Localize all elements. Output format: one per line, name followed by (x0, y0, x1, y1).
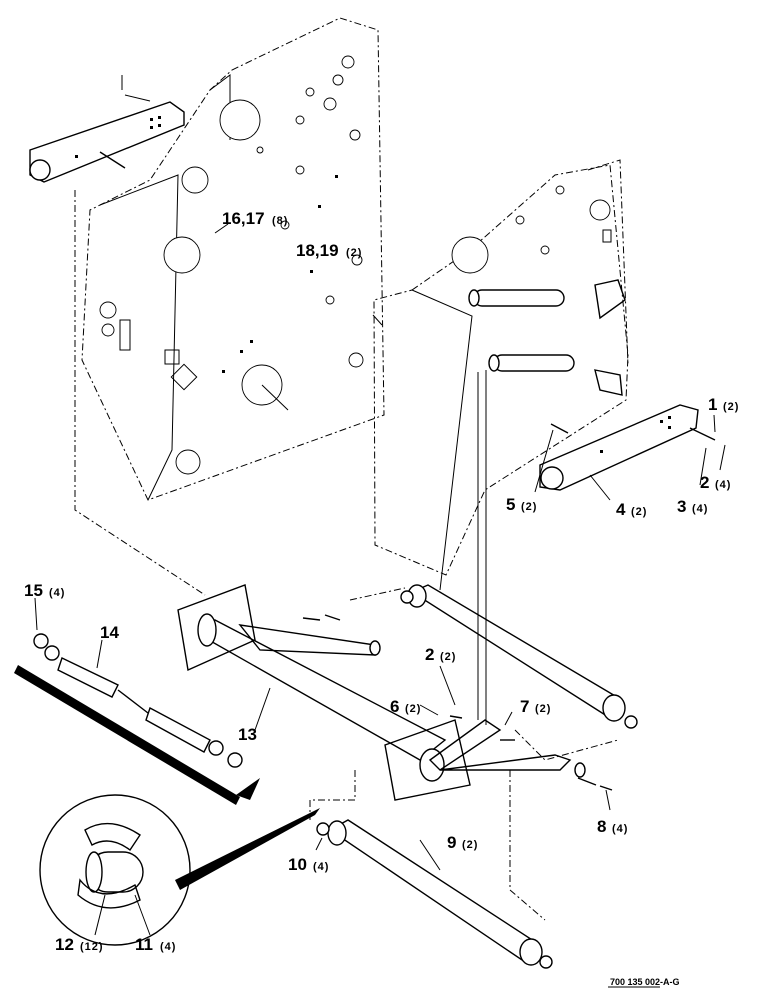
svg-text:13: 13 (238, 725, 257, 744)
callout-2-lower: 2 (2) (425, 645, 456, 664)
drawing-code: 700 135 002-A-G (610, 977, 680, 987)
roll-shaft (33, 633, 243, 768)
svg-text:1: 1 (708, 395, 717, 414)
svg-text:(2): (2) (346, 247, 362, 259)
callout-16-17: 16,17 (8) (222, 209, 288, 228)
svg-text:16,17: 16,17 (222, 209, 265, 228)
svg-text:12: 12 (55, 935, 74, 954)
svg-text:15: 15 (24, 581, 43, 600)
svg-text:(4): (4) (692, 503, 708, 515)
callout-5: 5 (2) (506, 495, 537, 514)
svg-text:(4): (4) (160, 941, 176, 953)
leader-lower-right (509, 770, 546, 921)
upper-roll (400, 584, 638, 729)
left-side-panel (81, 17, 385, 501)
svg-text:(2): (2) (462, 839, 478, 851)
callout-15: 15 (4) (24, 581, 65, 600)
svg-text:(4): (4) (49, 587, 65, 599)
lower-roll (316, 819, 553, 969)
svg-text:8: 8 (597, 817, 606, 836)
cylinder-upper (468, 289, 565, 307)
svg-text:(4): (4) (612, 823, 628, 835)
svg-text:9: 9 (447, 833, 456, 852)
cylinder-lower (488, 354, 575, 372)
detail-bearing-circle (39, 794, 320, 946)
svg-text:(4): (4) (715, 479, 731, 491)
right-side-panel (373, 159, 629, 591)
svg-text:(2): (2) (405, 703, 421, 715)
svg-text:4: 4 (616, 500, 626, 519)
leader-mid (349, 587, 406, 601)
callout-4: 4 (2) (616, 500, 647, 519)
callout-6: 6 (2) (390, 697, 421, 716)
upper-left-lift-arm (29, 75, 185, 183)
svg-text:(2): (2) (723, 401, 739, 413)
svg-text:7: 7 (520, 697, 529, 716)
main-shaft-assembly (177, 584, 586, 801)
svg-text:2: 2 (700, 473, 709, 492)
leader-right (514, 729, 619, 761)
callout-1: 1 (2) (708, 395, 739, 414)
svg-text:(4): (4) (313, 861, 329, 873)
bolts (302, 614, 613, 791)
svg-text:10: 10 (288, 855, 307, 874)
svg-text:(2): (2) (535, 703, 551, 715)
leader-left (74, 190, 206, 596)
pin-1 (689, 427, 716, 441)
callout-7: 7 (2) (520, 697, 551, 716)
svg-text:18,19: 18,19 (296, 241, 339, 260)
callout-10: 10 (4) (288, 855, 329, 874)
section-arrow (236, 778, 260, 800)
callout-14: 14 (100, 623, 119, 642)
svg-text:3: 3 (677, 497, 686, 516)
pin-5 (550, 423, 569, 434)
svg-text:(8): (8) (272, 215, 288, 227)
callout-9: 9 (2) (447, 833, 478, 852)
callout-2-upper: 2 (4) (700, 473, 731, 492)
callout-13: 13 (238, 725, 257, 744)
section-bar (14, 665, 240, 805)
svg-text:6: 6 (390, 697, 399, 716)
svg-text:(2): (2) (440, 651, 456, 663)
svg-text:2: 2 (425, 645, 434, 664)
callout-12: 12 (12) (55, 935, 104, 954)
svg-text:(2): (2) (521, 501, 537, 513)
svg-text:(2): (2) (631, 506, 647, 518)
svg-text:11: 11 (135, 935, 153, 954)
callout-8: 8 (4) (597, 817, 628, 836)
callout-11: 11 (4) (135, 935, 176, 954)
callout-18-19: 18,19 (2) (296, 241, 362, 260)
svg-text:(12): (12) (80, 941, 104, 953)
right-lift-arm (539, 404, 699, 491)
callout-3: 3 (4) (677, 497, 708, 516)
callout-leaders (34, 223, 726, 936)
svg-text:5: 5 (506, 495, 515, 514)
svg-text:14: 14 (100, 623, 119, 642)
leader-lower (309, 770, 356, 820)
